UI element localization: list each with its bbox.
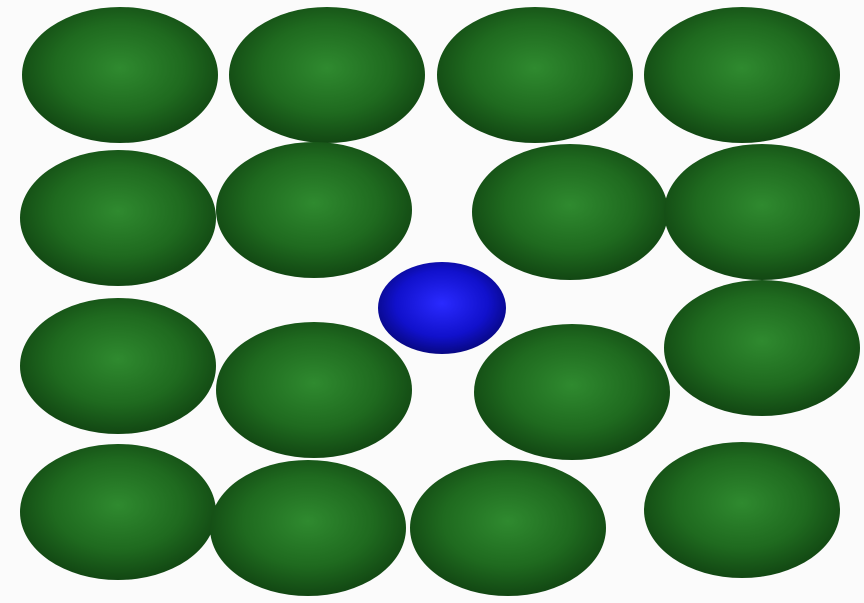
host-atom xyxy=(472,144,668,280)
host-atom xyxy=(22,7,218,143)
host-atom xyxy=(664,144,860,280)
host-atom xyxy=(644,442,840,578)
host-atom xyxy=(474,324,670,460)
host-atom xyxy=(210,460,406,596)
host-atom xyxy=(644,7,840,143)
host-atom xyxy=(216,142,412,278)
host-atom xyxy=(20,444,216,580)
host-atom xyxy=(410,460,606,596)
host-atom xyxy=(20,298,216,434)
host-atom xyxy=(20,150,216,286)
host-atom xyxy=(664,280,860,416)
host-atom xyxy=(216,322,412,458)
interstitial-atom xyxy=(378,262,506,354)
host-atom xyxy=(229,7,425,143)
host-atom xyxy=(437,7,633,143)
